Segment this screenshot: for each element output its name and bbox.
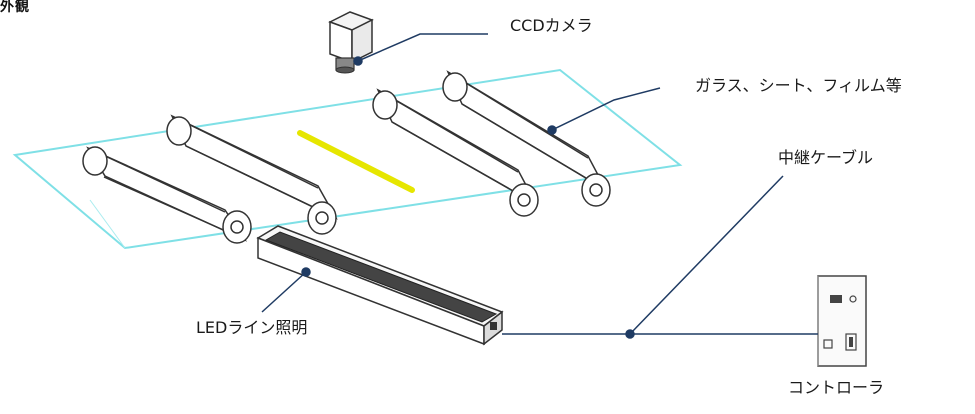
- leader-lines: [261, 33, 818, 339]
- led-light-label: LEDライン照明: [196, 318, 308, 337]
- sheet-inner-line: [89, 199, 126, 249]
- scan-line: [297, 130, 415, 193]
- roller-1: [82, 146, 252, 244]
- roller-4: [442, 70, 611, 207]
- controller-label: コントローラ: [788, 378, 885, 397]
- roller-2: [166, 114, 338, 235]
- led-line-light: [256, 225, 504, 346]
- relay-cable-label: 中継ケーブル: [778, 148, 874, 167]
- material-leader: [551, 87, 661, 131]
- camera-leader: [357, 33, 488, 62]
- ccd-camera-label: CCDカメラ: [510, 16, 593, 35]
- led-leader: [261, 271, 307, 313]
- material-label: ガラス、シート、フィルム等: [695, 76, 902, 95]
- controller-icon: [817, 275, 867, 367]
- corner-text: 外観: [0, 0, 30, 15]
- roller-3: [372, 88, 539, 217]
- relay-cable-leader: [629, 175, 784, 335]
- ccd-camera-icon: [328, 11, 374, 74]
